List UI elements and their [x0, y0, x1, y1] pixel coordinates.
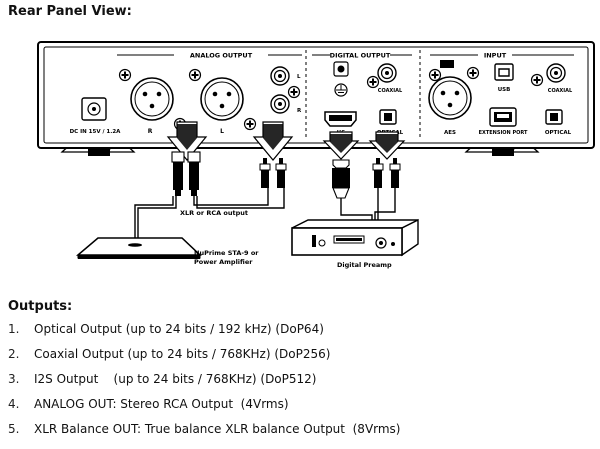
- coaxial-output: [377, 63, 397, 83]
- outputs-list: 1. Optical Output (up to 24 bits / 192 kH…: [8, 322, 401, 447]
- optical-plug: [389, 157, 401, 189]
- output-text: XLR Balance OUT: True balance XLR balanc…: [34, 422, 401, 436]
- page-title: Rear Panel View:: [8, 4, 132, 19]
- i2s-hdmi-port: [324, 111, 357, 127]
- output-item: 1. Optical Output (up to 24 bits / 192 kH…: [8, 322, 401, 347]
- optical-in-label: OPTICAL: [545, 130, 572, 136]
- output-number: 3.: [8, 372, 20, 386]
- output-number: 2.: [8, 347, 20, 361]
- cables: [134, 188, 396, 240]
- section-input-label: INPUT: [484, 52, 507, 60]
- output-text: I2S Output (up to 24 bits / 768KHz) (DoP…: [34, 372, 317, 386]
- hdmi-plug: [332, 159, 350, 199]
- coaxial-out-label: COAXIAL: [378, 88, 403, 94]
- section-digital-label: DIGITAL OUTPUT: [330, 52, 391, 60]
- section-input-header: INPUT: [430, 52, 574, 60]
- digital-preamp-drawing: [291, 218, 419, 257]
- direction-arrows: [166, 121, 406, 161]
- dc-in-label: DC IN 15V / 1.2A: [70, 129, 122, 135]
- xlr-l-label: L: [220, 128, 224, 135]
- output-item: 5. XLR Balance OUT: True balance XLR bala…: [8, 422, 401, 447]
- output-text: ANALOG OUT: Stereo RCA Output (4Vrms): [34, 397, 289, 411]
- xlr-output-r: [130, 77, 174, 121]
- output-number: 1.: [8, 322, 20, 336]
- ground-symbol: [334, 83, 348, 97]
- section-analog-label: ANALOG OUTPUT: [190, 52, 253, 60]
- rca-output-l: [270, 66, 290, 86]
- extension-label: EXTENSION PORT: [479, 130, 528, 136]
- rear-panel-diagram: ANALOG OUTPUT DIGITAL OUTPUT INPUT DC IN…: [37, 41, 595, 269]
- usb-label: USB: [498, 87, 511, 93]
- amp-label-line2: Power Amplifier: [194, 258, 253, 266]
- xlr-r-label: R: [148, 128, 153, 135]
- output-item: 4. ANALOG OUT: Stereo RCA Output (4Vrms): [8, 397, 401, 422]
- rca-plug-l: [259, 157, 271, 189]
- optical-output: [379, 109, 397, 125]
- extension-port: [489, 107, 517, 127]
- aes-label: AES: [444, 130, 456, 136]
- output-item: 3. I2S Output (up to 24 bits / 768KHz) (D…: [8, 372, 401, 397]
- dc-in-jack: [81, 97, 107, 121]
- ground-terminal: [333, 61, 349, 77]
- preamp-label: Digital Preamp: [337, 261, 392, 269]
- section-digital-header: DIGITAL OUTPUT: [312, 52, 412, 60]
- amp-label-line1: NuPrime STA-9 or: [194, 249, 259, 257]
- xlr-plug-r: [171, 151, 185, 197]
- power-amplifier-drawing: [75, 237, 202, 259]
- coaxial-in-label: COAXIAL: [548, 88, 573, 94]
- cable-label: XLR or RCA output: [180, 209, 248, 217]
- xlr-output-l: [200, 77, 244, 121]
- usb-input: [494, 63, 514, 81]
- xlr-plug-l: [187, 151, 201, 197]
- output-item: 2. Coaxial Output (up to 24 bits / 768KHz…: [8, 347, 401, 372]
- rca-output-r: [270, 94, 290, 114]
- outputs-heading: Outputs:: [8, 299, 73, 314]
- rca-r-label: R: [297, 108, 302, 114]
- rca-l-label: L: [297, 74, 301, 80]
- output-number: 5.: [8, 422, 20, 436]
- section-analog-header: ANALOG OUTPUT: [117, 52, 302, 60]
- output-text: Optical Output (up to 24 bits / 192 kHz)…: [34, 322, 324, 336]
- coaxial-plug: [372, 157, 384, 189]
- aes-input: [428, 60, 472, 120]
- output-text: Coaxial Output (up to 24 bits / 768KHz) …: [34, 347, 331, 361]
- rca-plug-r: [275, 157, 287, 189]
- coaxial-input: [546, 63, 566, 83]
- output-number: 4.: [8, 397, 20, 411]
- optical-input: [545, 109, 563, 125]
